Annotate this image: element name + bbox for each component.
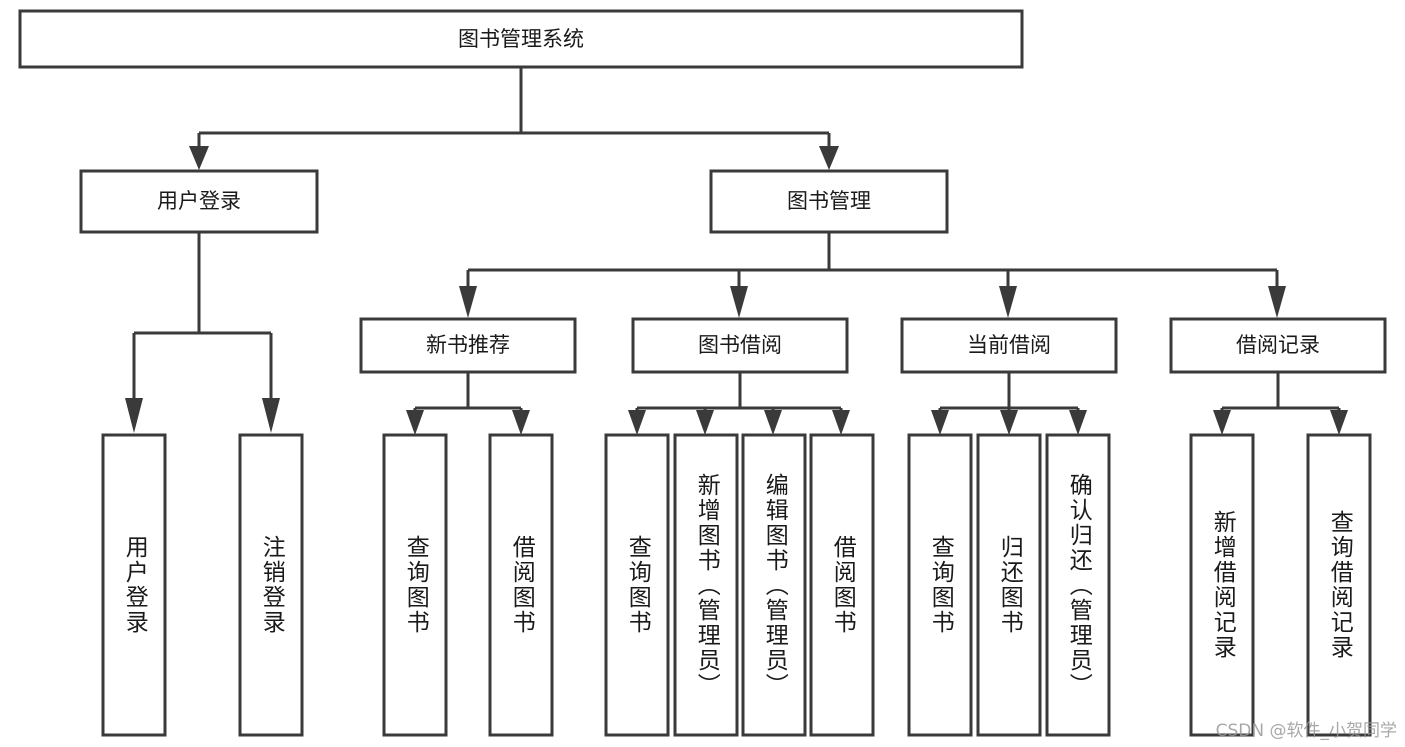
node-root[interactable] [18,9,1024,69]
arrow-to-book-manage [819,146,839,170]
leaf-borrow-record-1[interactable] [1306,433,1372,737]
arrow-borrow-record-leaf1 [1330,410,1348,435]
arrow-to-user-login [189,146,209,170]
node-book-manage-label: 图书管理 [787,189,871,213]
arrow-book-borrow-leaf3 [832,410,850,435]
arrow-book-borrow-leaf1 [696,410,714,435]
node-current-borrow-label: 当前借阅 [967,333,1051,357]
node-new-book[interactable] [359,317,577,374]
leaf-book-borrow-2[interactable] [741,433,807,737]
leaf-new-book-0[interactable] [382,433,448,737]
arrow-book-borrow-leaf2 [764,410,782,435]
arrow-book-borrow-leaf0 [628,410,646,435]
node-book-borrow[interactable] [631,317,849,374]
leaf-borrow-record-0[interactable] [1189,433,1255,737]
arrow-new-book-leaf0 [406,410,424,435]
arrow-user-login-leaf1 [262,398,280,433]
node-user-login-label: 用户登录 [157,189,241,213]
arrow-to-current-borrow [999,286,1017,318]
leaf-current-borrow-1[interactable] [976,433,1042,737]
node-current-borrow[interactable] [900,317,1118,374]
node-book-manage[interactable] [709,169,949,234]
node-new-book-label: 新书推荐 [426,333,510,357]
node-borrow-record[interactable] [1169,317,1387,374]
node-book-borrow-label: 图书借阅 [698,333,782,357]
arrow-current-borrow-leaf1 [1000,410,1018,435]
leaf-book-borrow-1[interactable] [673,433,739,737]
leaf-current-borrow-2[interactable] [1045,433,1111,737]
arrow-new-book-leaf1 [512,410,530,435]
leaf-new-book-1[interactable] [488,433,554,737]
arrow-to-borrow-record [1268,286,1286,318]
leaf-user-login-0[interactable] [101,433,167,737]
arrow-current-borrow-leaf2 [1069,410,1087,435]
arrow-borrow-record-leaf0 [1213,410,1231,435]
node-borrow-record-label: 借阅记录 [1236,333,1320,357]
arrow-to-new-book [459,286,477,318]
arrow-user-login-leaf0 [125,398,143,433]
leaf-user-login-1[interactable] [238,433,304,737]
leaf-current-borrow-0[interactable] [907,433,973,737]
arrow-to-book-borrow [730,286,748,318]
arrow-current-borrow-leaf0 [931,410,949,435]
leaf-book-borrow-3[interactable] [809,433,875,737]
node-root-label: 图书管理系统 [458,27,584,51]
leaf-book-borrow-0[interactable] [604,433,670,737]
